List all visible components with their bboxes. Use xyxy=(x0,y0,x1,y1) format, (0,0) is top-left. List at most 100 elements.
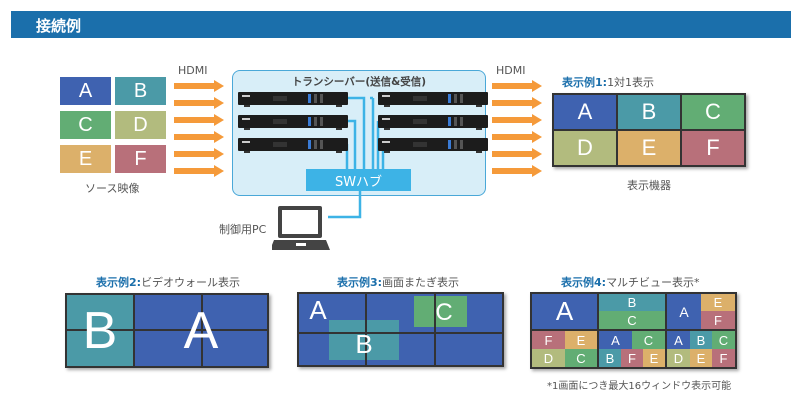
arrow-icon xyxy=(174,131,224,143)
multiview-window: B xyxy=(690,331,712,349)
arrow-icon xyxy=(174,148,224,160)
control-pc-label: 制御用PC xyxy=(219,223,267,236)
window-b-letter: B xyxy=(67,295,133,366)
source-label: ソース映像 xyxy=(85,182,140,195)
tile-letter: D xyxy=(673,350,684,366)
tile-letter: E xyxy=(641,135,657,160)
window-c-letter: C xyxy=(429,298,459,328)
source-tile-c: C xyxy=(60,111,111,139)
source-tile-e: E xyxy=(60,145,111,173)
example2-display-wall: B A xyxy=(65,293,269,368)
tile-letter: B xyxy=(605,350,615,366)
multiview-window: E xyxy=(701,294,735,311)
tile-letter: F xyxy=(714,312,722,328)
tile-letter: E xyxy=(649,350,659,366)
tile-letter: E xyxy=(576,332,586,348)
example1-screen-e: E xyxy=(618,131,680,165)
tile-letter: F xyxy=(719,350,728,366)
window-a-letter: A xyxy=(303,294,333,326)
tile-letter: D xyxy=(543,350,554,366)
example4-footnote: *1画面につき最大16ウィンドウ表示可能 xyxy=(547,381,732,392)
tile-letter: B xyxy=(82,301,118,360)
arrow-icon xyxy=(492,97,542,109)
arrow-icon xyxy=(174,80,224,92)
multiview-window: C xyxy=(599,311,665,329)
transceiver-device xyxy=(378,115,488,130)
transceiver-device xyxy=(238,92,348,107)
multiview-window: E xyxy=(643,349,665,367)
tile-letter: C xyxy=(643,332,654,348)
tile-letter: C xyxy=(576,350,586,366)
tile-letter: B xyxy=(696,332,706,348)
tile-letter: B xyxy=(641,99,657,124)
tile-letter: B xyxy=(133,79,148,102)
example2-caption: 表示例2:ビデオウォール表示 xyxy=(96,274,240,290)
arrow-icon xyxy=(492,165,542,177)
arrow-icon xyxy=(174,97,224,109)
bezel xyxy=(65,329,269,331)
arrow-icon xyxy=(492,114,542,126)
example3-caption-bold: 表示例3: xyxy=(337,276,383,289)
example4-caption-text: マルチビュー表示* xyxy=(606,276,700,289)
example2-caption-bold: 表示例2: xyxy=(96,276,142,289)
arrow-icon xyxy=(174,114,224,126)
multiview-window: F xyxy=(712,349,735,367)
tile-letter: D xyxy=(133,113,148,136)
sw-hub: SWハブ xyxy=(306,169,411,191)
hdmi-out-label: HDMI xyxy=(496,64,526,77)
source-tile-a: A xyxy=(60,77,111,105)
example3-display-wall: A B C xyxy=(297,292,504,367)
source-tile-b: B xyxy=(115,77,166,105)
tile-letter: C xyxy=(705,99,721,124)
multiview-screen-1: A xyxy=(532,294,597,329)
multiview-window: B xyxy=(599,294,665,311)
hdmi-in-label: HDMI xyxy=(178,64,208,77)
multiview-window: B xyxy=(599,349,621,367)
tile-letter: A xyxy=(611,332,620,348)
multiview-window: E xyxy=(565,331,597,349)
tile-letter: F xyxy=(134,147,147,170)
multiview-window: D xyxy=(532,349,565,367)
example3-caption-text: 画面またぎ表示 xyxy=(382,276,460,289)
sw-hub-label: SWハブ xyxy=(334,174,383,190)
tile-letter: A xyxy=(78,79,93,102)
tile-letter: A xyxy=(674,332,683,348)
arrow-icon xyxy=(492,80,542,92)
tile-letter: A xyxy=(309,294,327,325)
example1-screen-c: C xyxy=(682,95,744,129)
multiview-window: F xyxy=(621,349,643,367)
tile-letter: C xyxy=(78,113,93,136)
tile-letter: C xyxy=(627,312,637,328)
bezel xyxy=(365,292,367,367)
hdmi-input-arrows xyxy=(174,80,224,177)
arrow-icon xyxy=(492,131,542,143)
transceiver-title: トランシーバー(送信&受信) xyxy=(291,76,427,88)
arrow-icon xyxy=(492,148,542,160)
tile-letter: C xyxy=(718,332,729,348)
bezel xyxy=(297,332,504,334)
tile-letter: A xyxy=(679,303,689,320)
example4-caption-bold: 表示例4: xyxy=(561,276,607,289)
window-c xyxy=(414,296,467,327)
display-device-label: 表示機器 xyxy=(627,179,671,192)
multiview-window: A xyxy=(667,331,690,349)
tile-letter: E xyxy=(696,350,706,366)
multiview-window: E xyxy=(690,349,712,367)
transceiver-device xyxy=(238,138,348,153)
hdmi-output-arrows xyxy=(492,80,542,177)
example3-caption: 表示例3:画面またぎ表示 xyxy=(337,274,459,290)
network-cables xyxy=(328,96,385,219)
transceiver-device xyxy=(378,92,488,107)
bezel xyxy=(133,293,135,368)
example1-caption: 表示例1:1対1表示 xyxy=(562,74,654,90)
tile-letter: A xyxy=(183,301,219,360)
example1-screen-d: D xyxy=(554,131,616,165)
tile-letter: E xyxy=(78,147,93,170)
arrow-icon xyxy=(174,165,224,177)
example4-caption: 表示例4:マルチビュー表示* xyxy=(561,274,700,290)
tile-letter: B xyxy=(627,295,637,310)
multiview-window: C xyxy=(712,331,735,349)
tile-letter: E xyxy=(713,295,723,310)
source-tile-d: D xyxy=(115,111,166,139)
multiview-window: A xyxy=(667,294,701,329)
